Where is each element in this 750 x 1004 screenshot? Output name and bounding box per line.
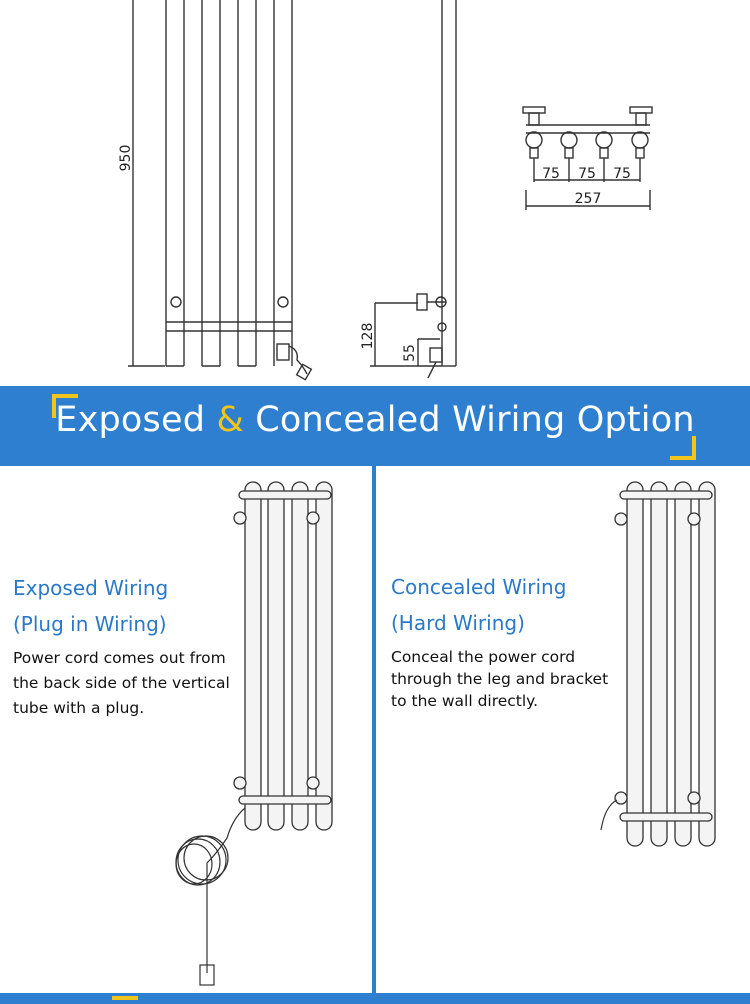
banner-title: Exposed & Concealed Wiring Option bbox=[55, 400, 695, 440]
height-dimension: 950 bbox=[118, 145, 134, 172]
leg-height-dimension: 128 bbox=[360, 323, 376, 350]
bracket-height-dimension: 55 bbox=[402, 344, 418, 362]
section-banner: Exposed & Concealed Wiring Option bbox=[0, 386, 750, 466]
concealed-wiring-heading: Concealed Wiring (Hard Wiring) bbox=[391, 575, 567, 635]
spacing-dimension-1: 75 bbox=[542, 166, 560, 182]
width-dimension: 257 bbox=[575, 191, 602, 207]
corner-accent-bottom-right bbox=[670, 436, 696, 460]
concealed-wiring-description: Conceal the power cord through the leg a… bbox=[391, 648, 609, 710]
front-view-drawing: 950 128 55 bbox=[118, 0, 653, 381]
spacing-dimension-2: 75 bbox=[578, 166, 596, 182]
spacing-dimension-3: 75 bbox=[613, 166, 631, 182]
bottom-corner-accent bbox=[112, 996, 138, 1000]
corner-accent-top-left bbox=[52, 394, 78, 418]
column-divider bbox=[372, 466, 376, 996]
exposed-wiring-description: Power cord comes out from the back side … bbox=[13, 649, 230, 717]
exposed-wiring-heading: Exposed Wiring (Plug in Wiring) bbox=[13, 576, 169, 636]
bottom-banner-strip bbox=[0, 993, 750, 1004]
